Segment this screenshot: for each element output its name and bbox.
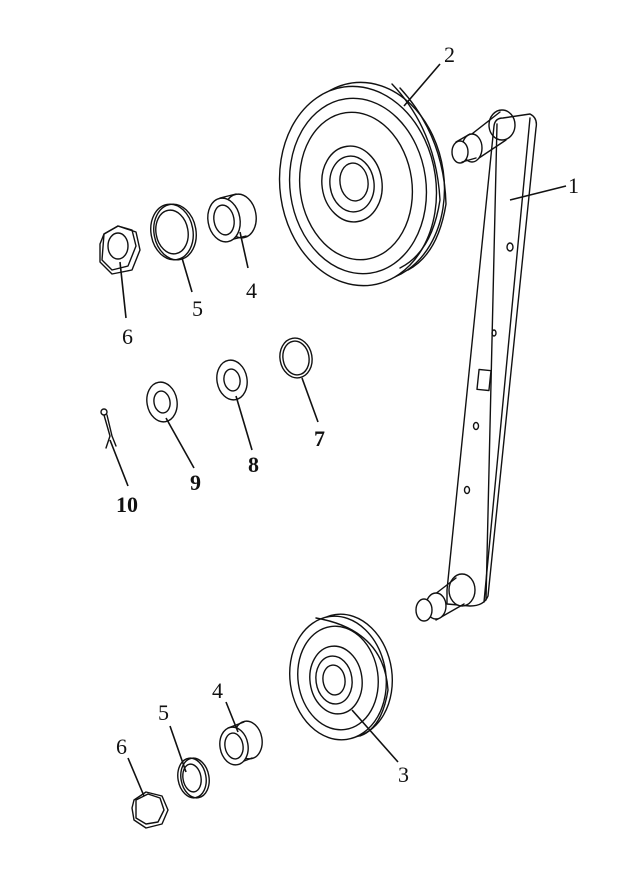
leader-4-upper	[239, 231, 249, 269]
upper-washer	[150, 203, 197, 261]
label-1: 1	[568, 173, 579, 198]
label-5-lower: 5	[158, 700, 169, 725]
label-9: 9	[190, 470, 201, 495]
upper-nut	[99, 225, 141, 275]
washer-9	[146, 381, 178, 423]
label-10: 10	[116, 492, 138, 517]
label-8: 8	[248, 452, 259, 477]
label-3: 3	[398, 762, 409, 787]
leader-5-upper	[181, 257, 193, 293]
leader-5-lower	[169, 725, 187, 773]
lower-shaft-stub	[415, 573, 476, 622]
leader-3	[351, 709, 399, 763]
leader-lines	[109, 63, 567, 797]
leader-6-upper	[119, 261, 127, 319]
leader-7	[301, 377, 319, 423]
label-4-upper: 4	[246, 278, 257, 303]
upper-shaft-stub	[451, 109, 516, 164]
label-5-upper: 5	[192, 296, 203, 321]
leader-10	[109, 439, 129, 487]
leader-4-lower	[225, 701, 239, 733]
label-2: 2	[444, 42, 455, 67]
ring-7	[279, 337, 313, 379]
leader-8	[235, 395, 253, 451]
label-7: 7	[314, 426, 325, 451]
leader-6-lower	[127, 757, 145, 797]
washer-8	[216, 359, 248, 401]
upper-bushing	[207, 193, 257, 243]
upper-pulley	[278, 81, 447, 287]
lower-pulley	[288, 613, 394, 741]
lower-bushing	[219, 720, 263, 766]
leader-1	[509, 185, 567, 201]
lower-nut	[131, 791, 169, 829]
label-6-lower: 6	[116, 734, 127, 759]
cotter-pin	[100, 408, 117, 449]
label-6-upper: 6	[122, 324, 133, 349]
arm-bracket	[446, 113, 538, 607]
label-4-lower: 4	[212, 678, 223, 703]
leader-9	[165, 417, 195, 469]
lower-washer	[177, 757, 210, 799]
leader-2	[403, 63, 441, 107]
